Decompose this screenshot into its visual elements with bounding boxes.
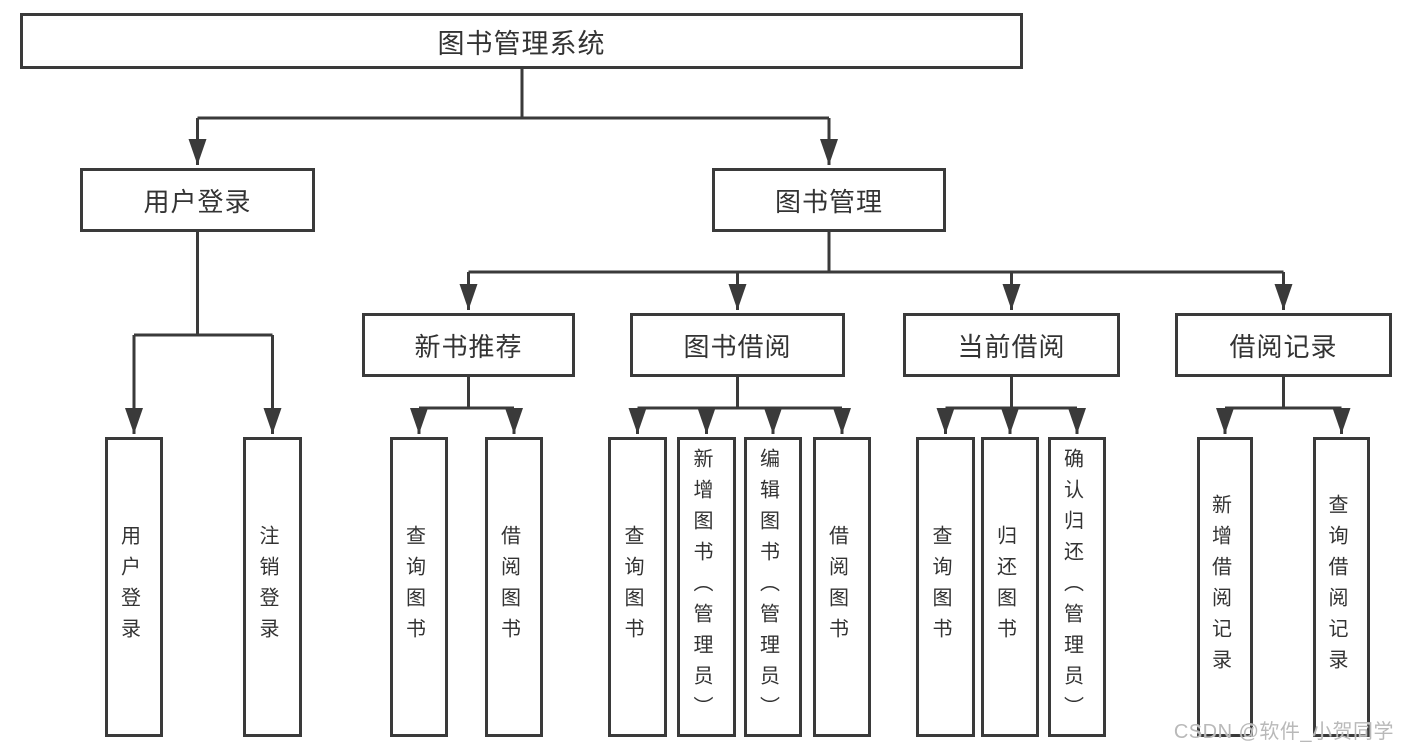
leaf-newbook-query: 查询图书 xyxy=(390,437,448,737)
node-label: 查询图书 xyxy=(402,525,425,649)
leaf-record-query: 查询借阅记录 xyxy=(1313,437,1370,737)
leaf-record-add: 新增借阅记录 xyxy=(1197,437,1253,737)
node-label: 确认归还（管理员） xyxy=(1060,447,1083,727)
node-book-management: 图书管理 xyxy=(712,168,946,232)
node-label: 编辑图书（管理员） xyxy=(756,447,779,727)
node-root: 图书管理系统 xyxy=(20,13,1023,69)
node-label: 查询图书 xyxy=(929,525,951,649)
node-label: 借阅图书 xyxy=(497,525,520,649)
node-label: 借阅记录 xyxy=(1229,331,1338,362)
node-label: 当前借阅 xyxy=(957,331,1066,362)
leaf-newbook-borrow: 借阅图书 xyxy=(485,437,543,737)
node-label: 新增借阅记录 xyxy=(1208,494,1231,680)
leaf-current-query: 查询图书 xyxy=(916,437,975,737)
leaf-borrow-book: 借阅图书 xyxy=(813,437,871,737)
node-new-book-recommend: 新书推荐 xyxy=(362,313,575,377)
node-label: 用户登录 xyxy=(117,525,140,649)
leaf-borrow-query: 查询图书 xyxy=(608,437,667,737)
node-label: 图书管理 xyxy=(774,186,883,217)
node-label: 查询图书 xyxy=(621,525,643,649)
node-label: 新书推荐 xyxy=(414,331,523,362)
node-label: 借阅图书 xyxy=(825,525,848,649)
leaf-return-book: 归还图书 xyxy=(981,437,1039,737)
leaf-user-login: 用户登录 xyxy=(105,437,163,737)
leaf-confirm-return-admin: 确认归还（管理员） xyxy=(1048,437,1106,737)
node-user-login: 用户登录 xyxy=(80,168,315,232)
node-label: 查询借阅记录 xyxy=(1325,494,1347,680)
node-label: 注销登录 xyxy=(256,525,278,649)
watermark: CSDN @软件_小贺同学 xyxy=(1173,721,1394,743)
node-label: 归还图书 xyxy=(993,525,1016,649)
node-current-borrow: 当前借阅 xyxy=(903,313,1120,377)
node-label: 用户登录 xyxy=(143,186,252,217)
node-borrow-record: 借阅记录 xyxy=(1175,313,1392,377)
node-label: 新增图书（管理员） xyxy=(690,447,712,727)
leaf-logout: 注销登录 xyxy=(243,437,302,737)
leaf-borrow-add-admin: 新增图书（管理员） xyxy=(677,437,736,737)
node-book-borrow: 图书借阅 xyxy=(630,313,845,377)
node-label: 图书管理系统 xyxy=(437,28,606,59)
node-label: 图书借阅 xyxy=(683,331,792,362)
leaf-borrow-edit-admin: 编辑图书（管理员） xyxy=(744,437,802,737)
